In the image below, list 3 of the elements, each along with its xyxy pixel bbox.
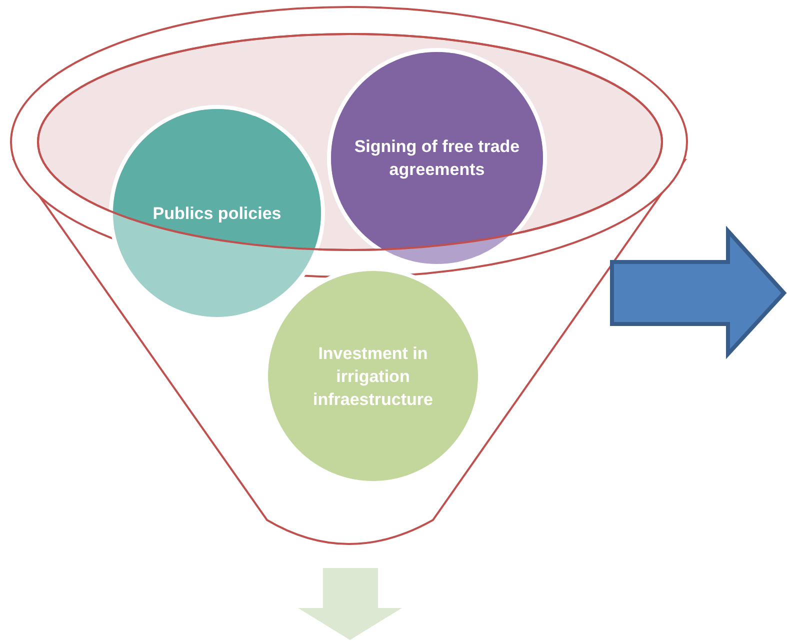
node-text: Investment in irrigation infraestructure bbox=[312, 342, 434, 410]
node-text: Signing of free trade agreements bbox=[353, 136, 521, 181]
node-text: Publics policies bbox=[152, 202, 282, 224]
